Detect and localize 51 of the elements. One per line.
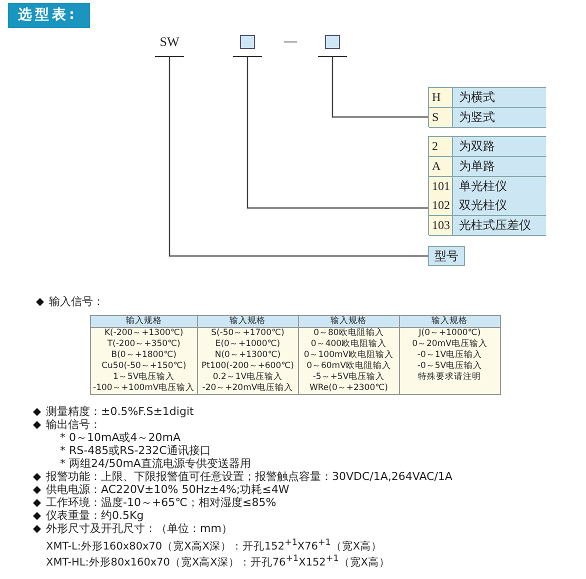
leader-line [168,57,428,257]
spec-text: 工作环境：温度-10～+65℃；相对湿度≤85% [46,496,276,509]
table-cell: 0～100mV欧电阻输入 [298,350,400,361]
table-cell: WRe(0～+2300℃) [298,383,400,394]
option-table [428,87,546,127]
option-table [428,136,546,235]
spec-text: 测量精度：±0.5%F.S±1digit [46,405,194,418]
table-cell: S(-50～+1700℃) [197,328,298,339]
table-cell: 0.2～1V电压输入 [197,372,298,383]
table-cell: Cu50(-50～+150℃) [90,361,198,372]
table-cell: 0～20mV电压输入 [399,339,500,350]
table-cell: Pt100(-200～+600℃) [197,361,298,372]
table-cell: 0～60mV欧电阻输入 [298,361,400,372]
spec-text: XMT-L:外形160x80x70（宽X高X深）：开孔152$^{+1}$X76$^{+1}$（宽X高） [46,537,382,554]
table-cell: N(0～+1300℃) [197,350,298,361]
table-cell: -20～+20mV电压输入 [197,383,298,394]
header-cell: 输入规格 [399,316,500,328]
code-box [318,35,347,57]
code-box [233,35,262,57]
table-cell: 1～5V电压输入 [90,372,198,383]
separator-dash: — [284,33,297,49]
spec-text: 输出信号： [46,418,101,431]
spec-text: 仪表重量：约0.5Kg [46,509,144,522]
leader-line [332,57,428,118]
spec-text: * RS-485或RS-232C通讯接口 [60,444,211,457]
table-cell: T(-200～+350℃) [90,339,198,350]
spec-text: * 0～10mA或4～20mA [60,431,180,444]
table-cell: J(0～+1000℃) [399,328,500,339]
header-cell: 输入规格 [298,316,400,328]
table-cell: -5～+5V电压输入 [298,372,400,383]
code-text: SW [155,34,184,57]
spec-text: * 两组24/50mA直流电源专供变送器用 [60,457,251,470]
spec-text: 供电电源：AC220V±10% 50Hz±4%;功耗≤4W [46,483,290,496]
label-box: 型号 [428,246,465,266]
spec-text: XMT-HL:外形80x160x70（宽X高X深）：开孔76$^{+1}$X152$^{+1}$（宽X高） [46,553,390,570]
table-cell: 0～400欧电阻输入 [298,339,400,350]
spec-text: 外形尺寸及开孔尺寸：（单位：mm） [46,522,232,535]
spec-text: 报警功能：上限、下限报警值可任意设置；报警触点容量：30VDC/1A,264VAC/1A [46,470,452,483]
table-cell: -0～1V电压输入 [399,350,500,361]
header-cell: 输入规格 [197,316,298,328]
header-cell: 输入规格 [90,316,198,328]
table-cell: -0～5V电压输入 [399,361,500,372]
table-cell: 特殊要求请注明 [399,372,500,383]
table-cell: E(0～+1000℃) [197,339,298,350]
section-heading: 输入信号： [49,295,104,308]
table-cell: -100～+100mV电压输入 [90,383,198,394]
leader-line [246,57,428,209]
table-cell: B(0～+1800℃) [90,350,198,361]
title-banner: 选型表: [8,3,90,28]
table-cell: K(-200～+1300℃) [90,328,198,339]
table-cell: 0～80欧电阻输入 [298,328,400,339]
